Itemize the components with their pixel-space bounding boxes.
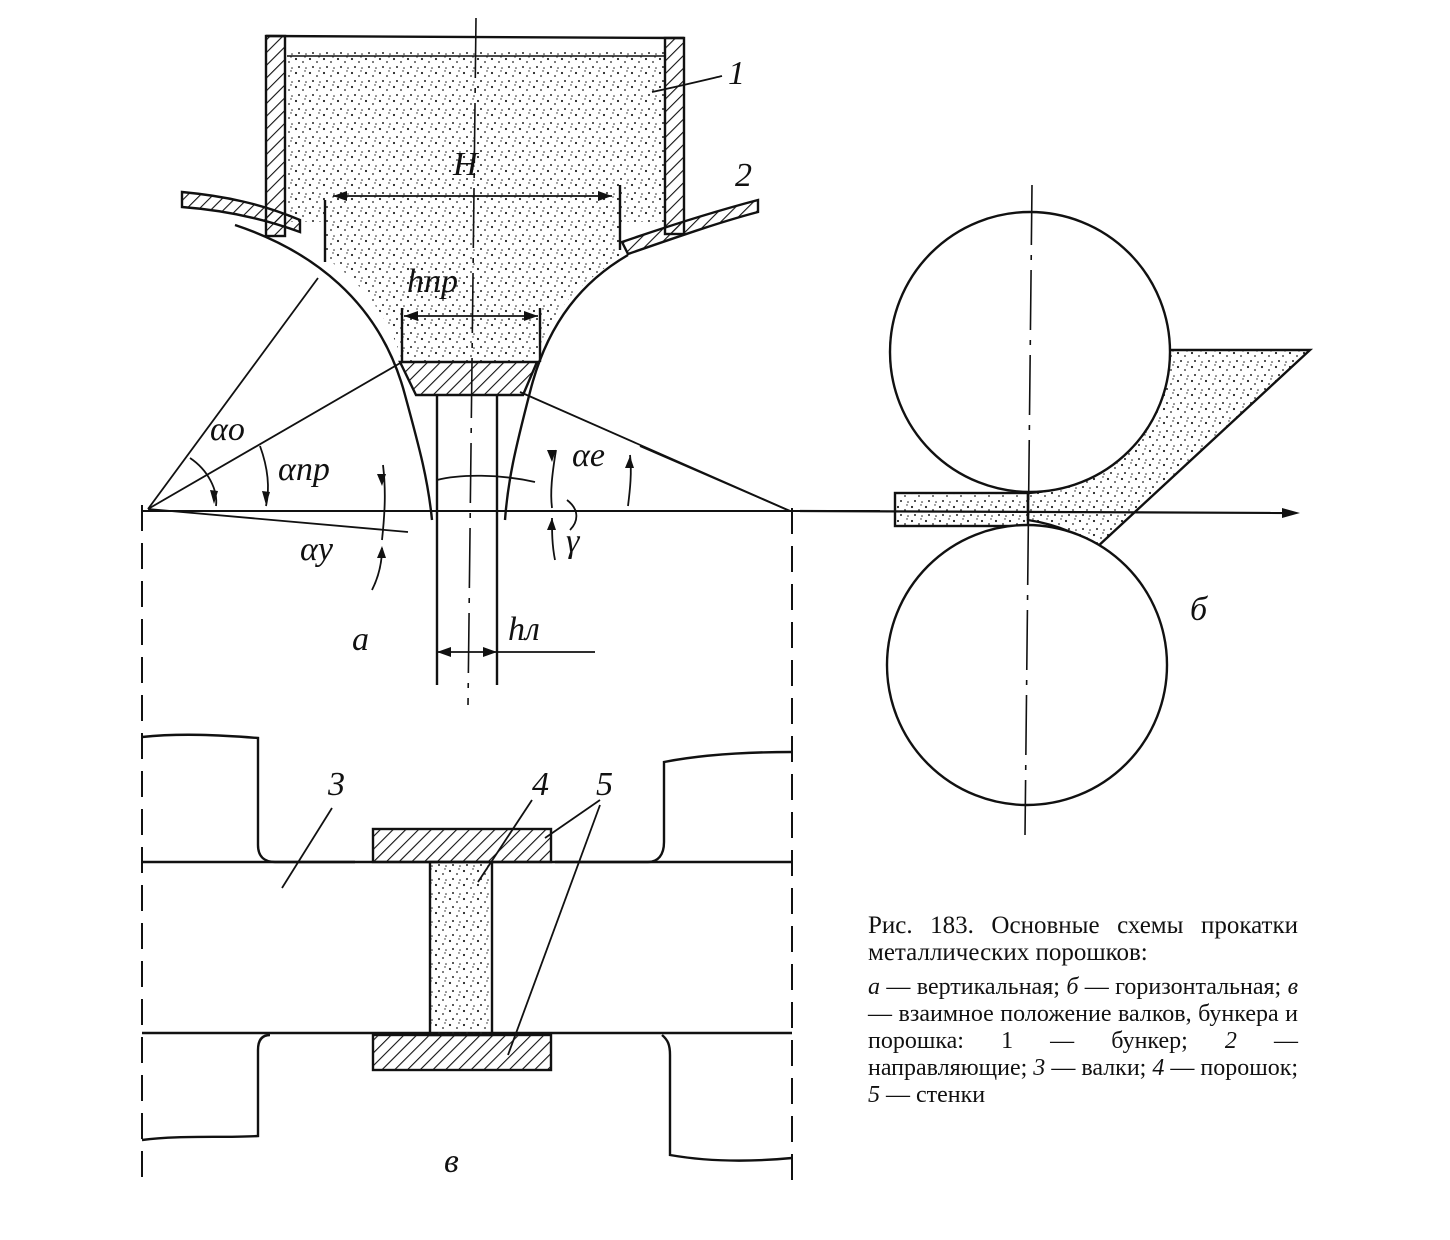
caption-key-1: 1 <box>1001 1028 1014 1054</box>
label-5-walls: 5 <box>596 766 613 803</box>
caption-text-3: — валки; <box>1051 1055 1147 1081</box>
vertical-axis <box>467 17 477 706</box>
lower-roll-v <box>141 1033 793 1162</box>
caption-key-4: 4 <box>1152 1055 1165 1081</box>
label-4-powder: 4 <box>532 766 549 803</box>
left-roll-profile <box>234 223 434 521</box>
caption-title: Рис. 183. Основные схемы прокатки металл… <box>868 912 1298 966</box>
caption-key-b: б <box>1066 974 1079 1000</box>
hopper-right-wall <box>663 36 686 236</box>
powder-v <box>428 860 494 1037</box>
scheme-v-layout <box>141 505 793 1185</box>
label-H: H <box>452 146 480 183</box>
caption-text-2: — направляющие; <box>868 1028 1299 1081</box>
caption-text-b: — горизонтальная; <box>1084 974 1282 1000</box>
label-scheme-a: а <box>352 621 369 658</box>
label-2-guides: 2 <box>735 157 752 194</box>
label-1-hopper: 1 <box>728 55 745 92</box>
label-h-l: hл <box>508 611 540 648</box>
figure-caption: Рис. 183. Основные схемы прокатки металл… <box>868 912 1298 1109</box>
label-alpha-o: αо <box>210 411 245 448</box>
right-roll-profile <box>503 253 629 521</box>
wall-upper <box>371 827 553 864</box>
caption-text-1: — бункер; <box>1050 1028 1188 1054</box>
caption-legend: а — вертикальная; б — горизонтальная; в … <box>868 974 1298 1109</box>
scheme-b-horizontal <box>799 184 1314 836</box>
label-alpha-y: αу <box>300 531 334 568</box>
label-gamma: γ <box>566 523 581 560</box>
guide-left <box>180 190 302 234</box>
caption-key-3: 3 <box>1033 1055 1046 1081</box>
caption-key-2: 2 <box>1224 1028 1237 1054</box>
roll-axis-b <box>1024 184 1033 836</box>
upper-roll <box>888 210 1172 494</box>
caption-key-5: 5 <box>868 1082 880 1108</box>
label-scheme-b: б <box>1190 591 1209 628</box>
strip-b <box>893 491 1030 528</box>
rolling-direction <box>799 509 1291 515</box>
label-scheme-v: в <box>444 1143 459 1180</box>
label-alpha-e: αе <box>572 437 605 474</box>
caption-text-5: — стенки <box>886 1082 986 1108</box>
label-3-rolls: 3 <box>327 766 345 803</box>
compact-zone <box>398 360 539 397</box>
caption-text-a: — вертикальная; <box>886 974 1060 1000</box>
hopper-left-wall <box>264 34 287 238</box>
caption-text-4: — порошок; <box>1170 1055 1299 1081</box>
scheme-a-vertical <box>143 17 880 706</box>
label-alpha-pr: αпр <box>278 451 330 488</box>
guide-right <box>620 198 760 256</box>
caption-key-v: в <box>1287 974 1299 1000</box>
label-h-pr: hпр <box>407 263 458 300</box>
wall-lower <box>371 1033 553 1072</box>
caption-text-v: — взаимное положение валков, бункера и п… <box>868 1001 1298 1054</box>
caption-key-a: а <box>868 974 880 1000</box>
